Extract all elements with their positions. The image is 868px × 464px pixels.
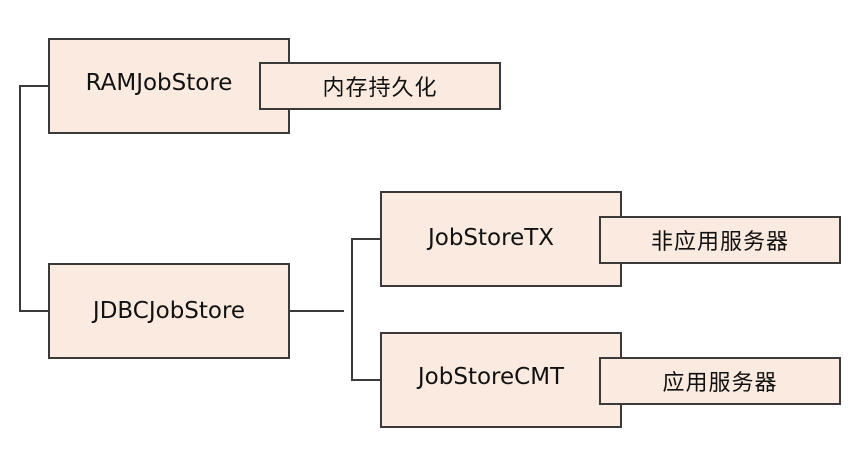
- right-bracket-connector: [351, 238, 380, 381]
- jobstoretx-tag-label: 非应用服务器: [650, 230, 789, 255]
- ramjobstore-tag-label: 内存持久化: [322, 76, 438, 101]
- ramjobstore-label: RAMJobStore: [85, 70, 233, 96]
- jdbcjobstore-node: JDBCJobStore: [48, 263, 290, 359]
- jobstoretx-tag: 非应用服务器: [599, 216, 841, 264]
- left-bracket-connector: [19, 85, 48, 312]
- jobstoretx-node: JobStoreTX: [380, 191, 622, 287]
- jobstorecmt-tag-label: 应用服务器: [662, 371, 778, 396]
- jobstorecmt-node: JobStoreCMT: [380, 332, 622, 428]
- jdbcjobstore-label: JDBCJobStore: [92, 298, 246, 324]
- jobstorecmt-tag: 应用服务器: [599, 357, 841, 405]
- ramjobstore-tag: 内存持久化: [259, 62, 501, 110]
- jobstorecmt-label: JobStoreCMT: [417, 364, 565, 390]
- ramjobstore-node: RAMJobStore: [48, 38, 290, 134]
- jobstoretx-label: JobStoreTX: [427, 225, 555, 251]
